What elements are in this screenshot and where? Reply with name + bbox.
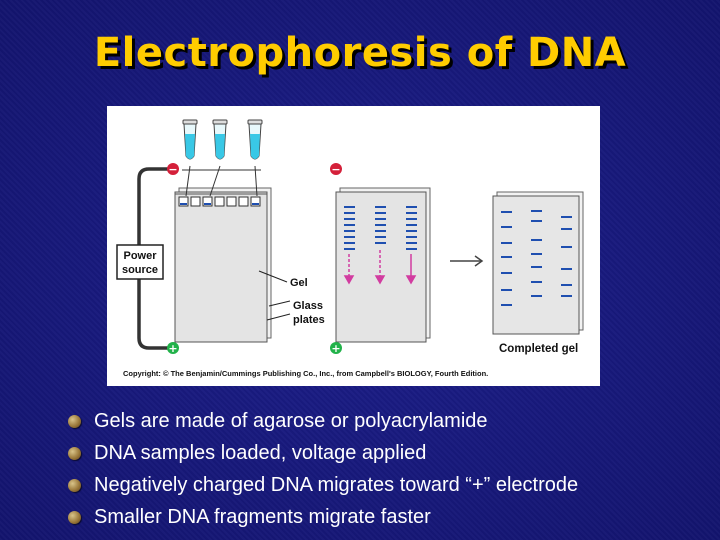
- svg-text:−: −: [331, 163, 340, 176]
- glass-plates-label-2: plates: [293, 314, 325, 326]
- bullet-text: Gels are made of agarose or polyacrylami…: [94, 410, 488, 432]
- sample-tubes: [182, 119, 263, 197]
- process-arrow: [450, 255, 484, 267]
- svg-text:+: +: [331, 342, 340, 355]
- svg-text:−: −: [168, 163, 177, 176]
- migration-arrows: [343, 250, 417, 285]
- copyright-notice: Copyright: © The Benjamin/Cummings Publi…: [123, 369, 489, 378]
- bullet-icon: [68, 415, 81, 428]
- power-cable: [137, 167, 171, 350]
- bullet-icon: [68, 447, 81, 460]
- svg-text:+: +: [168, 342, 177, 355]
- figure-drawing: Power source: [116, 119, 584, 355]
- bullet-list: Gels are made of agarose or polyacrylami…: [68, 405, 578, 533]
- bullet-icon: [68, 511, 81, 524]
- bullet-text: Smaller DNA fragments migrate faster: [94, 506, 431, 528]
- power-source-label-2: source: [122, 264, 158, 276]
- bullet-item: Smaller DNA fragments migrate faster: [68, 501, 578, 533]
- power-source-label-1: Power: [123, 250, 157, 262]
- slide-title: Electrophoresis of DNA: [93, 30, 627, 76]
- gel-label: Gel: [290, 277, 308, 289]
- bullet-text: Negatively charged DNA migrates toward “…: [94, 474, 579, 496]
- positive-electrode-1: +: [167, 342, 179, 355]
- bullet-item: Gels are made of agarose or polyacrylami…: [68, 405, 578, 437]
- electrophoresis-figure: Power source: [107, 106, 600, 386]
- gel-label-group: Gel Glass plates: [258, 270, 325, 326]
- bullet-icon: [68, 479, 81, 492]
- gel-slab-2: [335, 187, 431, 343]
- power-source-box: Power source: [116, 244, 164, 280]
- negative-electrode-2: −: [330, 163, 342, 176]
- completed-gel: Completed gel: [492, 191, 584, 355]
- bullet-item: Negatively charged DNA migrates toward “…: [68, 469, 578, 501]
- negative-electrode-1: −: [167, 163, 179, 176]
- gel-slab-1: [174, 187, 272, 343]
- bullet-item: DNA samples loaded, voltage applied: [68, 437, 578, 469]
- positive-electrode-2: +: [330, 342, 342, 355]
- completed-gel-label: Completed gel: [499, 343, 578, 355]
- glass-plates-label-1: Glass: [293, 300, 323, 312]
- bullet-text: DNA samples loaded, voltage applied: [94, 442, 427, 464]
